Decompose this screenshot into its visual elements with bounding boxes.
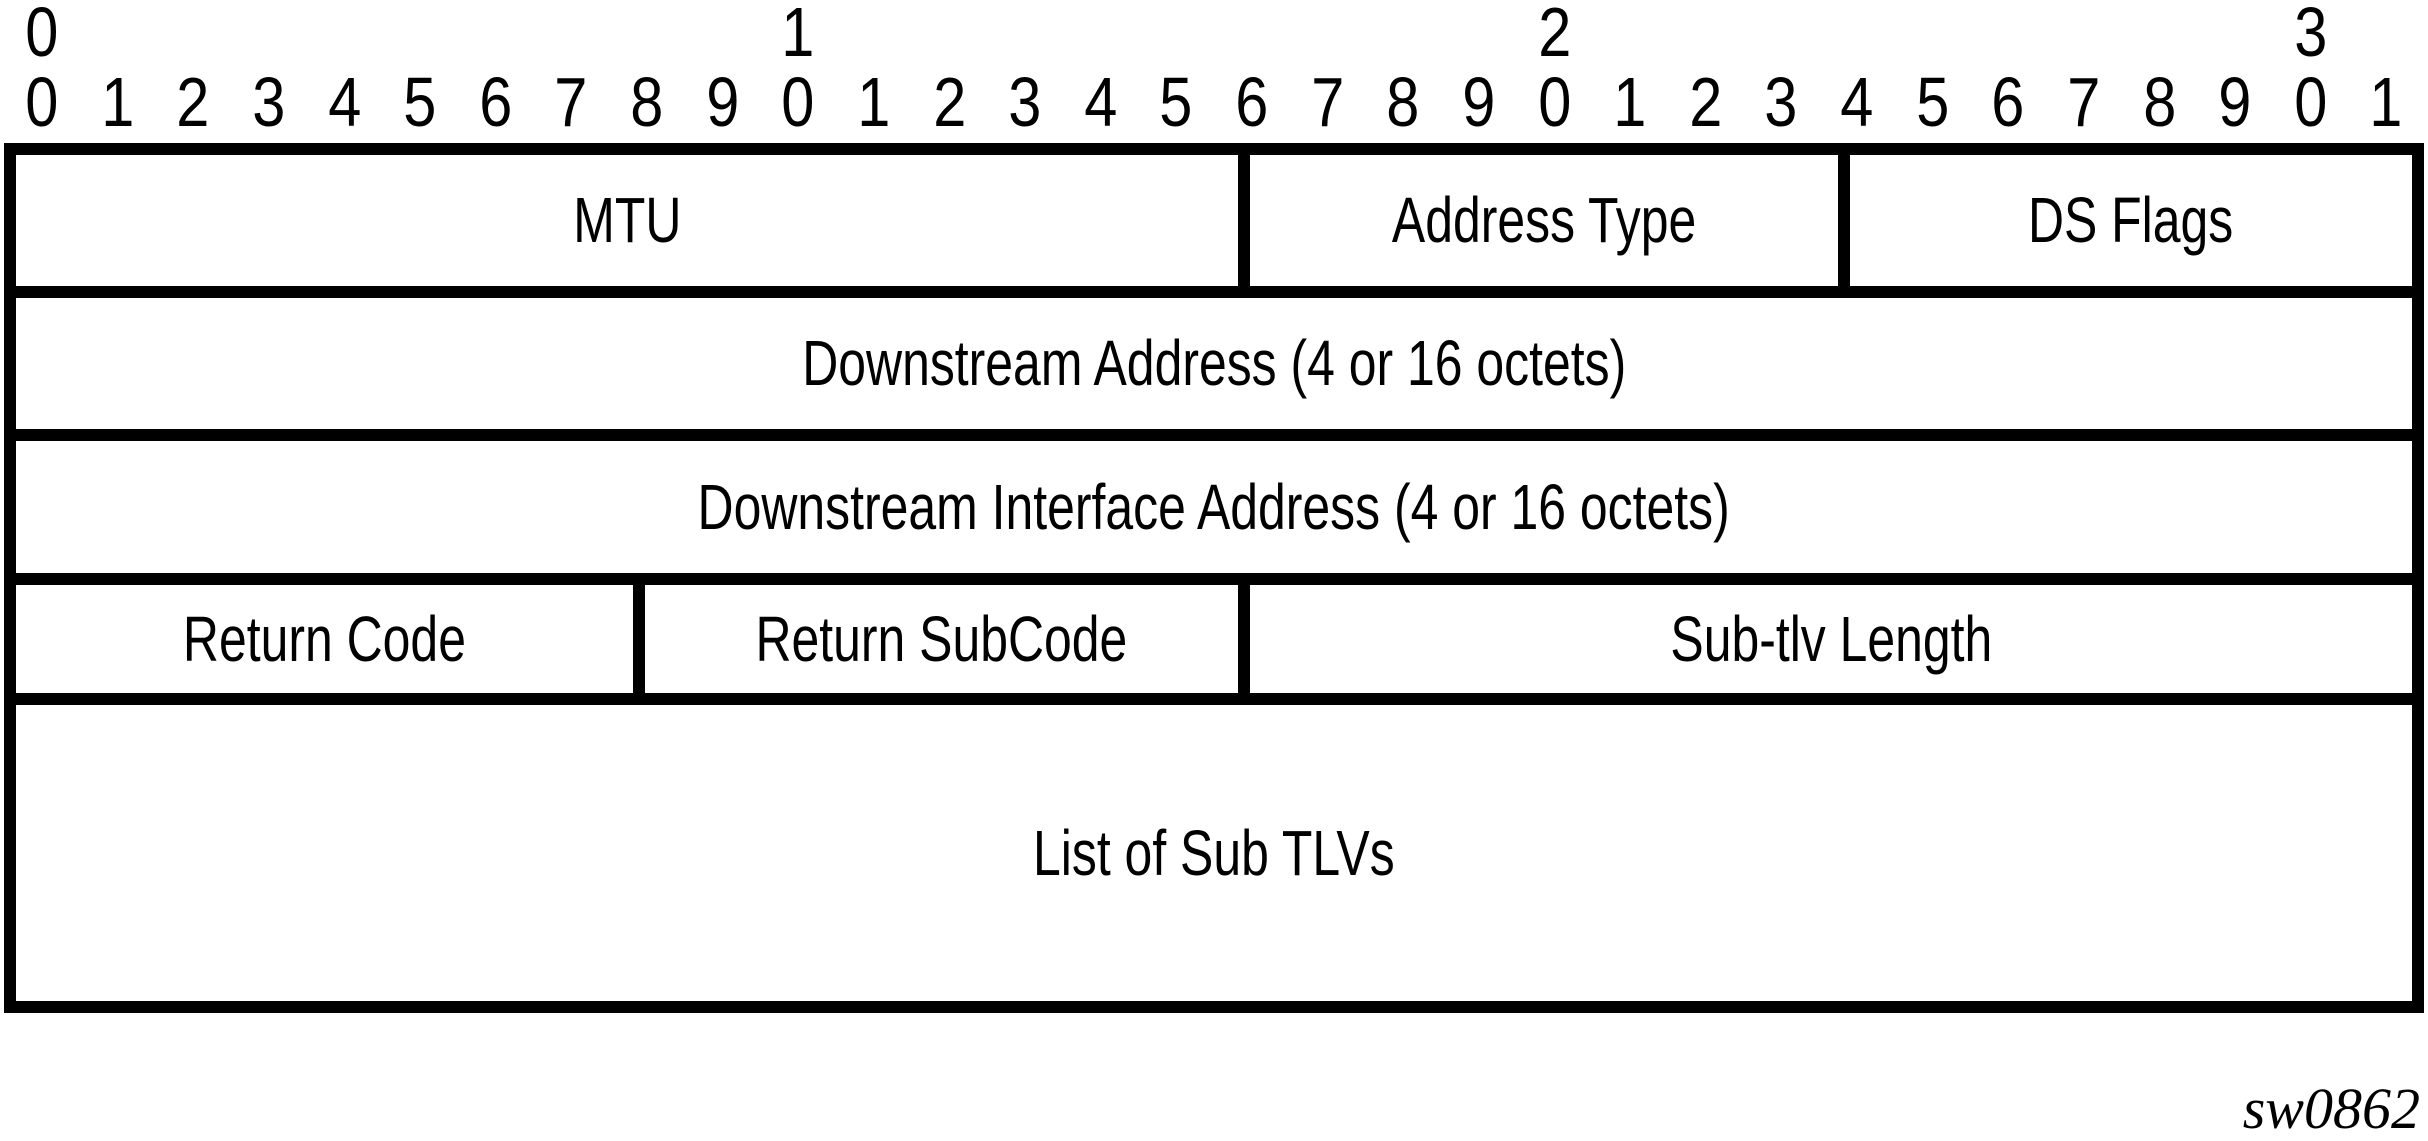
figure-id: sw0862 — [2242, 1076, 2420, 1141]
bit-number: 8 — [1386, 63, 1420, 141]
field-label: Downstream Interface Address (4 or 16 oc… — [697, 470, 1731, 543]
packet-diagram: MTU Address Type DS Flags Downstream Add… — [4, 143, 2424, 1013]
bit-number: 5 — [1915, 63, 1949, 141]
packet-row-4: Return Code Return SubCode Sub-tlv Lengt… — [16, 573, 2412, 693]
bit-number: 5 — [403, 63, 437, 141]
field-address-type: Address Type — [1237, 155, 1838, 286]
field-label: List of Sub TLVs — [1033, 816, 1395, 889]
packet-row-2: Downstream Address (4 or 16 octets) — [16, 286, 2412, 429]
bit-number: 6 — [479, 63, 513, 141]
field-return-code: Return Code — [16, 585, 633, 693]
field-label: Return SubCode — [755, 602, 1128, 675]
bit-number: 1 — [1613, 63, 1647, 141]
field-label: Return Code — [182, 602, 467, 675]
bit-number: 4 — [1084, 63, 1118, 141]
field-list-of-sub-tlvs: List of Sub TLVs — [16, 705, 2412, 1001]
bit-number: 3 — [1008, 63, 1042, 141]
bit-ruler-tens: 0 1 2 3 — [4, 0, 2424, 71]
bit-number: 9 — [2218, 63, 2252, 141]
field-return-subcode: Return SubCode — [632, 585, 1238, 693]
bit-number: 1 — [857, 63, 891, 141]
bit-number: 0 — [25, 63, 59, 141]
field-label: MTU — [572, 184, 682, 257]
bit-number: 1 — [100, 63, 134, 141]
field-label: Address Type — [1391, 184, 1697, 257]
bit-number: 7 — [554, 63, 588, 141]
bit-number: 1 — [2369, 63, 2403, 141]
field-downstream-interface-address: Downstream Interface Address (4 or 16 oc… — [16, 441, 2412, 573]
bit-number: 6 — [1235, 63, 1269, 141]
bit-number: 0 — [1537, 63, 1571, 141]
bit-number: 2 — [176, 63, 210, 141]
bit-number: 2 — [1689, 63, 1723, 141]
bit-number: 4 — [1840, 63, 1874, 141]
packet-row-1: MTU Address Type DS Flags — [16, 155, 2412, 286]
field-label: DS Flags — [2028, 184, 2234, 257]
bit-number: 0 — [781, 63, 815, 141]
bit-number: 8 — [2142, 63, 2176, 141]
bit-number: 7 — [1310, 63, 1344, 141]
bit-number: 5 — [1159, 63, 1193, 141]
bit-number: 2 — [932, 63, 966, 141]
bit-tens-label: 2 — [1537, 0, 1571, 71]
field-downstream-address: Downstream Address (4 or 16 octets) — [16, 298, 2412, 429]
bit-number: 3 — [1764, 63, 1798, 141]
packet-row-5: List of Sub TLVs — [16, 693, 2412, 1001]
bit-number: 6 — [1991, 63, 2025, 141]
bit-number: 8 — [630, 63, 664, 141]
bit-number: 3 — [252, 63, 286, 141]
field-ds-flags: DS Flags — [1838, 155, 2412, 286]
field-label: Downstream Address (4 or 16 octets) — [801, 327, 1627, 400]
packet-row-3: Downstream Interface Address (4 or 16 oc… — [16, 429, 2412, 573]
bit-tens-label: 3 — [2294, 0, 2328, 71]
bit-number: 9 — [705, 63, 739, 141]
field-label: Sub-tlv Length — [1670, 602, 1992, 675]
bit-number: 9 — [1462, 63, 1496, 141]
field-mtu: MTU — [16, 155, 1238, 286]
bit-number: 7 — [2067, 63, 2101, 141]
bit-number: 0 — [2294, 63, 2328, 141]
bit-tens-label: 0 — [25, 0, 59, 71]
bit-number: 4 — [327, 63, 361, 141]
bit-tens-label: 1 — [781, 0, 815, 71]
field-sub-tlv-length: Sub-tlv Length — [1237, 585, 2412, 693]
